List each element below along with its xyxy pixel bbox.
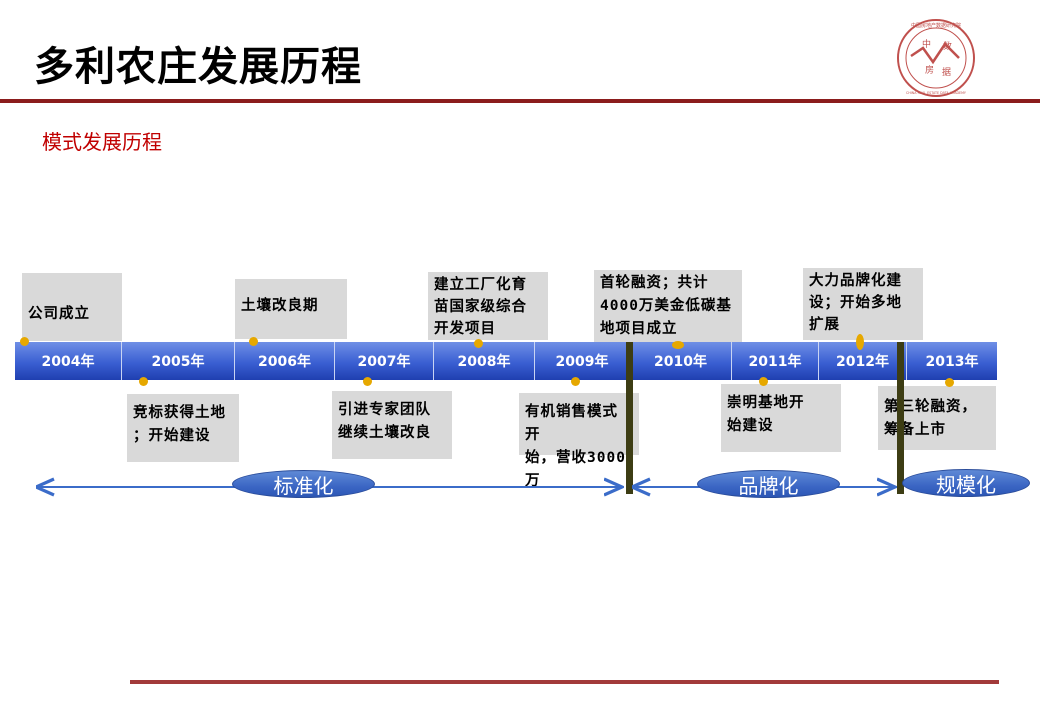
academy-logo: 中 数 房 据 中国房地产数据研究院 CHINA REAL ESTATE DAT… bbox=[897, 19, 975, 97]
logo-char-2: 数 bbox=[943, 40, 952, 52]
timeline-marker-2012 bbox=[856, 334, 864, 350]
year-2006: 2006年 bbox=[235, 342, 335, 380]
year-2008: 2008年 bbox=[434, 342, 535, 380]
logo-arc-text-bottom: CHINA REAL ESTATE DATA ACADEMY bbox=[906, 91, 967, 95]
timeline-marker-2009-above bbox=[672, 341, 684, 349]
footer-divider bbox=[130, 680, 999, 684]
year-2010: 2010年 bbox=[630, 342, 732, 380]
timeline-bar: 2004年 2005年 2006年 2007年 2008年 2009年 2010… bbox=[15, 342, 997, 380]
timeline-marker-2008 bbox=[474, 339, 483, 348]
timeline-marker-2006 bbox=[249, 337, 258, 346]
event-box-2009-above: 首轮融资；共计 4000万美金低碳基 地项目成立 bbox=[594, 270, 742, 342]
year-2013: 2013年 bbox=[925, 354, 979, 370]
year-2005: 2005年 bbox=[122, 342, 235, 380]
event-box-2009-below: 有机销售模式开 始，营收3000万 bbox=[519, 393, 639, 489]
timeline-marker-2011 bbox=[759, 377, 768, 386]
event-box-2012: 大力品牌化建 设；开始多地 扩展 bbox=[803, 268, 923, 340]
timeline-marker-2004 bbox=[20, 337, 29, 346]
year-2007: 2007年 bbox=[335, 342, 434, 380]
year-2011: 2011年 bbox=[732, 342, 819, 380]
year-2012: 2012年 bbox=[819, 342, 907, 380]
title-divider bbox=[0, 99, 1040, 103]
phase-label-branding: 品牌化 bbox=[697, 470, 840, 498]
phase-label-scaling: 规模化 bbox=[902, 469, 1030, 497]
logo-char-4: 据 bbox=[942, 66, 951, 78]
event-box-2011: 崇明基地开 始建设 bbox=[721, 384, 841, 452]
logo-arc-text-top: 中国房地产数据研究院 bbox=[911, 22, 961, 29]
event-box-2007: 引进专家团队 继续土壤改良 bbox=[332, 391, 452, 459]
event-box-2013: 第三轮融资， 筹备上市 bbox=[878, 386, 996, 450]
logo-char-1: 中 bbox=[922, 38, 931, 50]
event-box-2006: 土壤改良期 bbox=[235, 279, 347, 339]
section-subtitle: 模式发展历程 bbox=[42, 130, 162, 154]
timeline-marker-2007 bbox=[363, 377, 372, 386]
phase-label-standardization: 标准化 bbox=[232, 470, 375, 498]
year-2004: 2004年 bbox=[15, 342, 122, 380]
logo-char-3: 房 bbox=[925, 64, 934, 76]
year-2009: 2009年 bbox=[535, 342, 630, 380]
phase-divider-1 bbox=[626, 342, 633, 494]
timeline-marker-2005 bbox=[139, 377, 148, 386]
event-box-2005: 竞标获得土地 ；开始建设 bbox=[127, 394, 239, 462]
timeline-marker-2013 bbox=[945, 378, 954, 387]
phase-divider-2 bbox=[897, 342, 904, 494]
event-box-2004: 公司成立 bbox=[22, 273, 122, 341]
event-box-2008: 建立工厂化育 苗国家级综合 开发项目 bbox=[428, 272, 548, 340]
page-title: 多利农庄发展历程 bbox=[34, 44, 362, 90]
timeline-marker-2009-below bbox=[571, 377, 580, 386]
